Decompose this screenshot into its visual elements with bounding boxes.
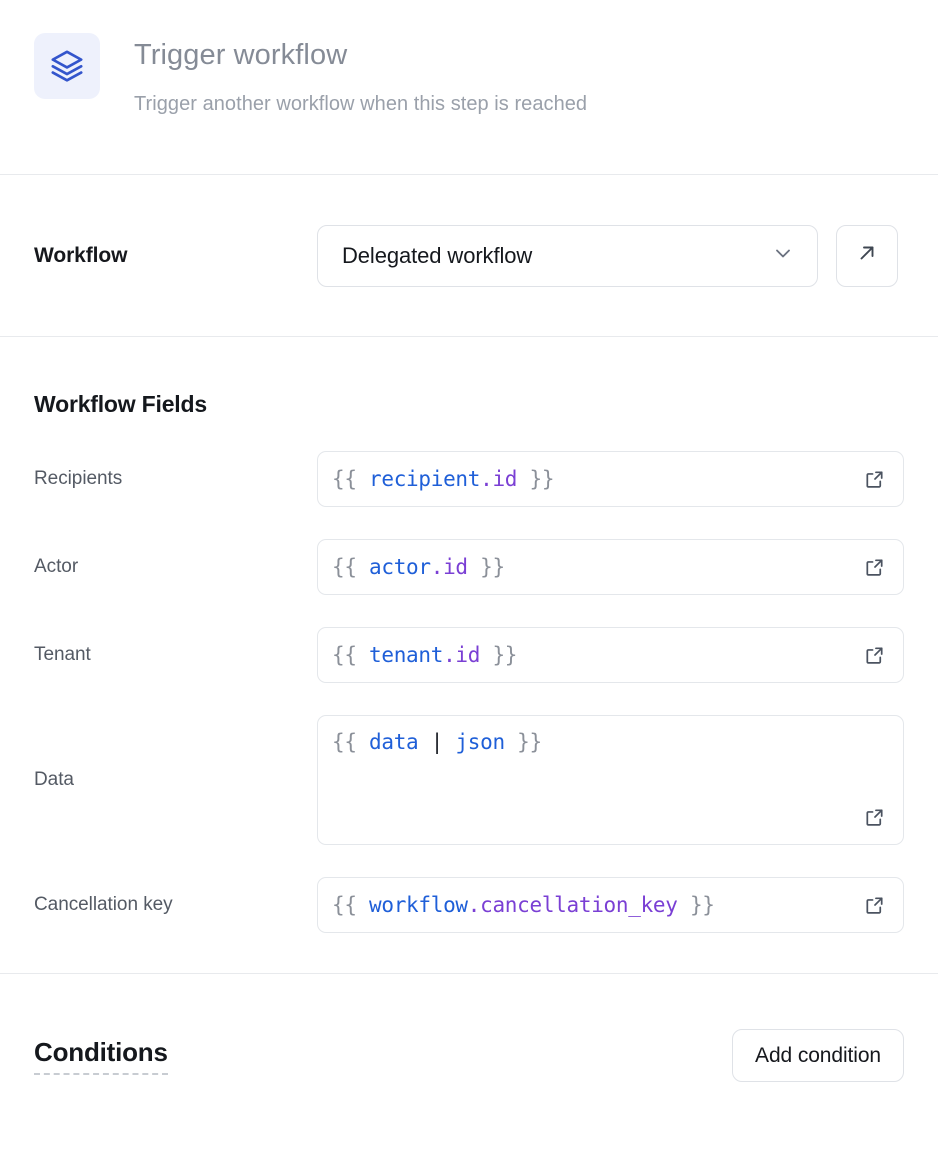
workflow-select-value: Delegated workflow [342,242,533,268]
workflow-fields-heading: Workflow Fields [34,391,207,417]
conditions-title[interactable]: Conditions [34,1037,168,1075]
field-label: Cancellation key [34,894,173,915]
field-row: Recipients {{ recipient.id }} [34,451,904,507]
field-row: Actor {{ actor.id }} [34,539,904,595]
panel-header: Trigger workflow Trigger another workflo… [0,0,938,175]
field-label: Actor [34,556,79,577]
layers-icon [34,33,100,99]
template-value: {{ workflow.cancellation_key }} [332,893,715,917]
template-input[interactable]: {{ tenant.id }} [317,627,904,683]
conditions-section: Conditions Add condition [0,974,938,1082]
field-row: Tenant {{ tenant.id }} [34,627,904,683]
external-link-icon[interactable] [859,640,889,670]
add-condition-button[interactable]: Add condition [732,1029,904,1082]
field-row: Cancellation key {{ workflow.cancellation… [34,877,904,933]
workflow-fields-section: Workflow Fields Recipients {{ recipient.i… [0,337,938,974]
arrow-up-right-icon [855,241,879,270]
template-input[interactable]: {{ data | json }} [317,715,904,845]
field-label: Recipients [34,468,123,489]
workflow-select-group: Delegated workflow [317,224,898,287]
open-workflow-button[interactable] [836,224,898,287]
page-title: Trigger workflow [134,39,348,71]
template-input[interactable]: {{ actor.id }} [317,539,904,595]
template-value: {{ recipient.id }} [332,467,555,491]
field-label: Data [34,769,74,790]
page-subtitle: Trigger another workflow when this step … [134,93,588,116]
chevron-down-icon [771,241,795,270]
external-link-icon[interactable] [859,802,889,832]
field-label: Tenant [34,644,91,665]
template-input[interactable]: {{ recipient.id }} [317,451,904,507]
workflow-label: Workflow [34,243,128,267]
external-link-icon[interactable] [859,890,889,920]
workflow-section: Workflow Delegated workflow [0,175,938,337]
field-row: Data {{ data | json }} [34,715,904,845]
workflow-fields-list: Recipients {{ recipient.id }} Actor {{ acto… [34,451,904,933]
template-value: {{ actor.id }} [332,555,505,579]
header-text-group: Trigger workflow Trigger another workflo… [134,33,587,117]
template-value: {{ data | json }} [332,730,542,754]
external-link-icon[interactable] [859,552,889,582]
template-input[interactable]: {{ workflow.cancellation_key }} [317,877,904,933]
workflow-select[interactable]: Delegated workflow [317,224,818,287]
template-value: {{ tenant.id }} [332,643,518,667]
external-link-icon[interactable] [859,464,889,494]
